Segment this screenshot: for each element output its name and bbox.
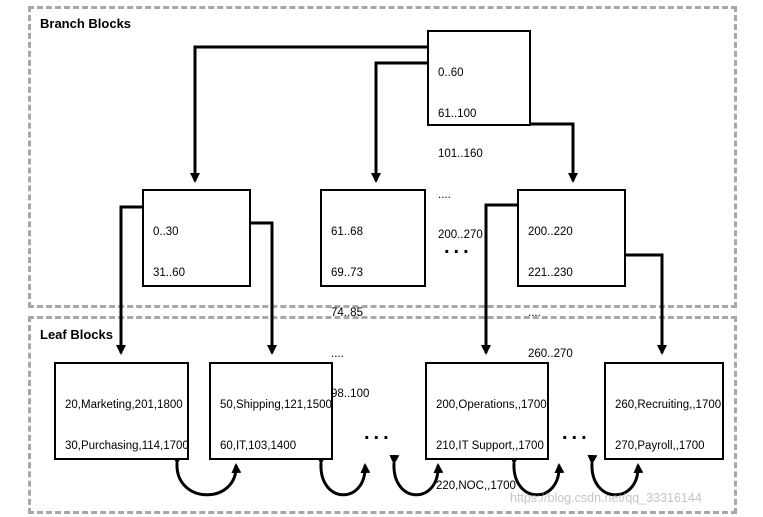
- branch-block-3: 200..220 221..230 .... 260..270: [517, 189, 626, 360]
- sibling-link-arrow-3: [389, 454, 444, 497]
- root-to-branch-2-arrow: [371, 61, 428, 183]
- leaf-row: 50,Shipping,121,1500: [220, 399, 332, 411]
- root-block-line: 101..160: [438, 148, 483, 160]
- watermark-url: https://blog.csdn.net/qq_33316144: [510, 491, 702, 505]
- leaf-row: 30,Purchasing,114,1700: [65, 439, 189, 452]
- leaf-block-3: 200,Operations,,1700 210,IT Support,,170…: [425, 362, 549, 492]
- leaf-block-1: 20,Marketing,201,1800 30,Purchasing,114,…: [54, 362, 189, 460]
- leaf-block-4: 260,Recruiting,,1700 270,Payroll,,1700: [604, 362, 724, 460]
- branch-block-line: 221..230: [528, 266, 573, 279]
- root-block-line: ....: [438, 188, 451, 201]
- root-to-branch-3-arrow: [530, 122, 578, 183]
- leaf-row: 220,NOC,,1700: [436, 480, 516, 492]
- branch-block-line: 61..68: [331, 226, 363, 238]
- sibling-link-arrow-5: [587, 454, 644, 497]
- leaf-ellipsis-left: ...: [364, 422, 393, 444]
- branch-block-2: 61..68 69..73 74..85 .... 98..100: [320, 189, 426, 400]
- branch-blocks-label: Branch Blocks: [40, 16, 132, 31]
- sibling-link-arrow-2: [316, 454, 371, 497]
- root-block-line: 200..270: [438, 229, 483, 241]
- branch-1-to-leaf-1-arrow: [116, 205, 143, 355]
- leaf-row: 270,Payroll,,1700: [615, 439, 705, 452]
- leaf-row: 20,Marketing,201,1800: [65, 399, 183, 411]
- branch-blocks-region: [28, 6, 737, 308]
- root-to-branch-1-arrow: [190, 45, 428, 183]
- leaf-blocks-label: Leaf Blocks: [40, 327, 113, 342]
- branch-block-line: ....: [331, 347, 344, 360]
- sibling-link-arrow-4: [509, 454, 565, 497]
- branch-block-1: 0..30 31..60: [142, 189, 251, 287]
- branch-block-line: ....: [528, 307, 541, 319]
- branch-block-line: 74..85: [331, 307, 363, 319]
- root-block-line: 0..60: [438, 67, 464, 79]
- leaf-ellipsis-right: ...: [562, 422, 591, 444]
- branch-3-to-leaf-4-arrow: [625, 253, 667, 355]
- branch-ellipsis: ...: [444, 236, 473, 258]
- root-branch-block: 0..60 61..100 101..160 .... 200..270: [427, 30, 531, 241]
- root-block-line: 61..100: [438, 107, 477, 120]
- branch-block-line: 31..60: [153, 266, 185, 279]
- leaf-row: 200,Operations,,1700: [436, 399, 547, 411]
- branch-block-line: 0..30: [153, 226, 179, 238]
- leaf-row: 60,IT,103,1400: [220, 439, 297, 452]
- leaf-block-2: 50,Shipping,121,1500 60,IT,103,1400: [209, 362, 333, 460]
- branch-3-to-leaf-3-arrow: [481, 203, 518, 355]
- branch-block-line: 260..270: [528, 347, 573, 360]
- branch-block-line: 200..220: [528, 226, 573, 238]
- branch-1-to-leaf-2-arrow: [250, 221, 277, 355]
- leaf-row: 210,IT Support,,1700: [436, 439, 544, 452]
- leaf-blocks-region: [28, 316, 737, 514]
- branch-block-line: 98..100: [331, 388, 370, 400]
- branch-block-line: 69..73: [331, 266, 363, 279]
- leaf-row: 260,Recruiting,,1700: [615, 399, 722, 411]
- sibling-link-arrow-1: [172, 454, 242, 497]
